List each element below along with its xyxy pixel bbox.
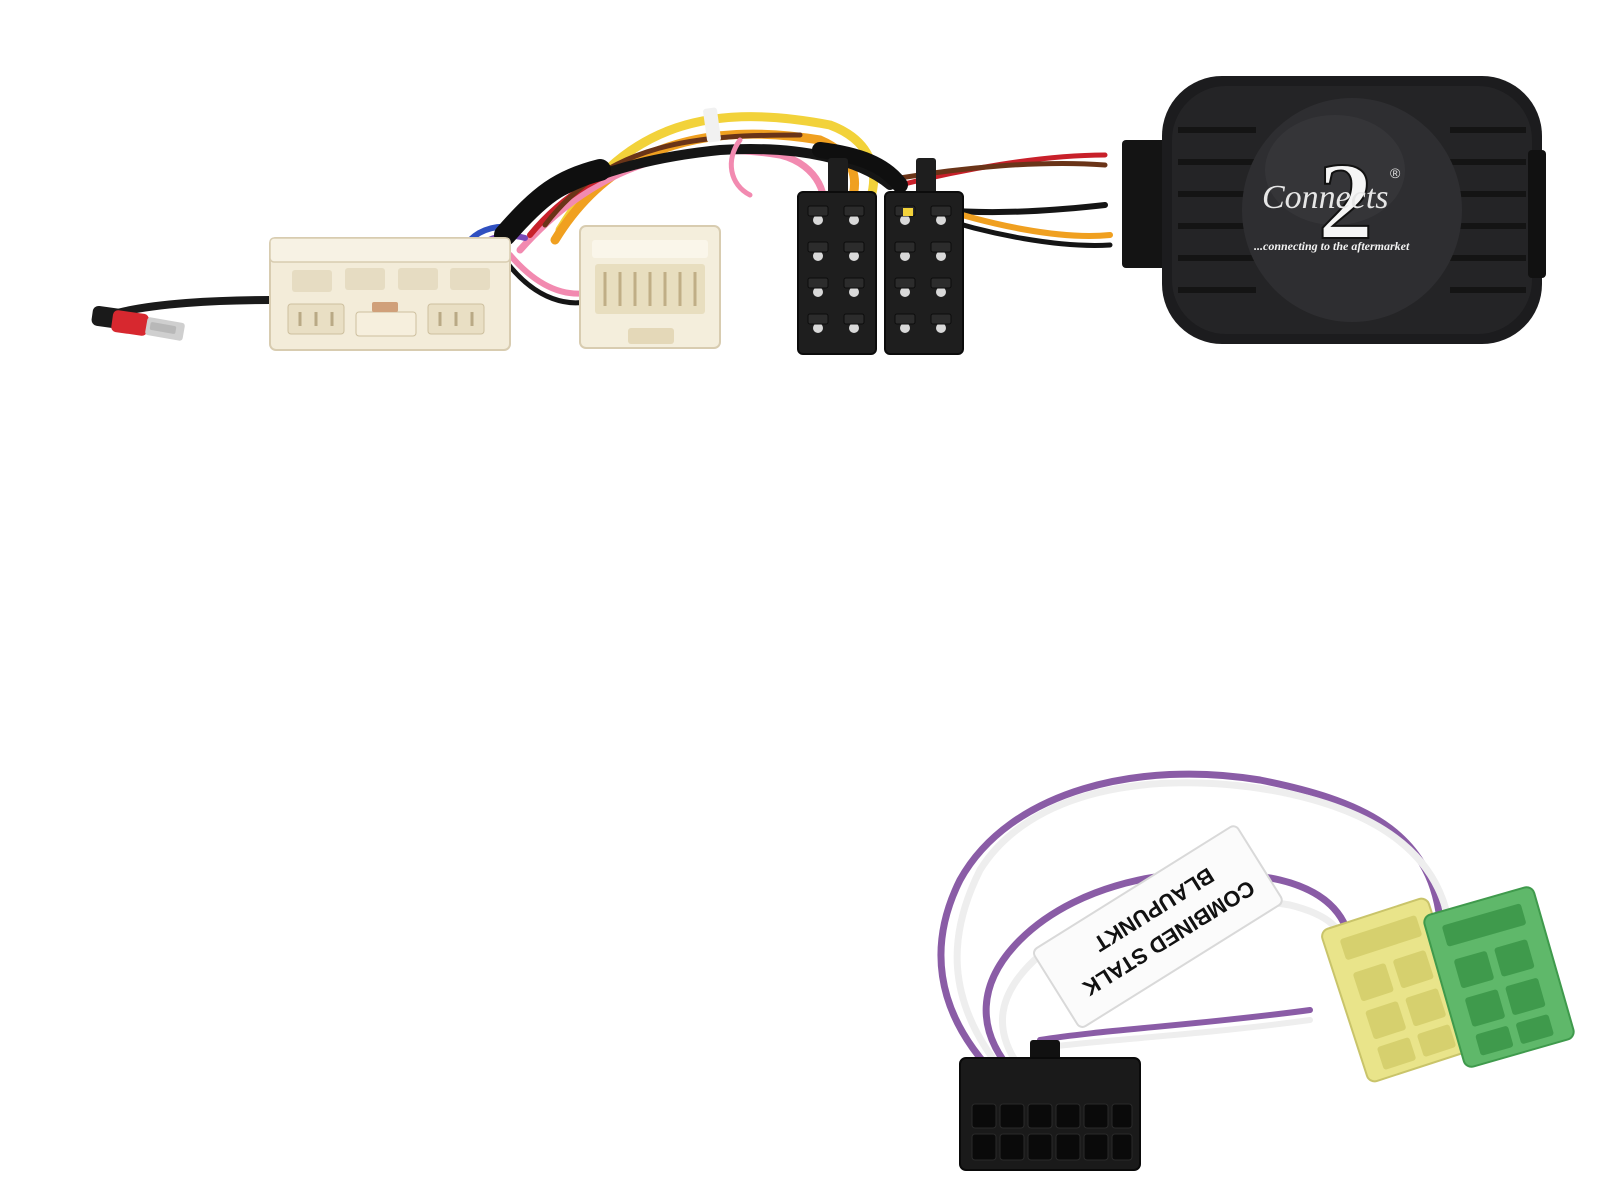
stalk-harness: COMBINED STALK BLAUPUNKT: [937, 770, 1575, 1171]
tagline: ...connecting to the aftermarket: [1254, 239, 1410, 253]
white-connector-large: [269, 237, 511, 351]
white-connector-small: [579, 225, 721, 349]
green-mini-iso-connector: [1423, 886, 1575, 1068]
logo-digit: 2: [1318, 140, 1373, 262]
white-cable-tie: [703, 107, 721, 143]
wire-brown: [542, 132, 803, 228]
wire-pink-drop: [728, 137, 753, 198]
interface-module: 2 Connects ® ...connecting to the afterm…: [1122, 76, 1546, 344]
iso-connector-left: [797, 158, 877, 355]
white-wire-bottom: [1037, 1017, 1313, 1051]
white-wire-outer: [953, 779, 1454, 1084]
wire-to-module-black: [937, 202, 1108, 216]
main-harness: 2 Connects ® ...connecting to the afterm…: [91, 76, 1546, 355]
tape-sleeve: [494, 159, 611, 246]
registered-mark: ®: [1390, 165, 1401, 181]
tape-sleeve-right: [812, 142, 908, 193]
purple-wire-outer: [937, 770, 1444, 1084]
logo-word: Connects: [1262, 179, 1389, 216]
stalk-label-flag: COMBINED STALK BLAUPUNKT: [1033, 825, 1283, 1028]
black-12pin-connector: [959, 1040, 1141, 1171]
ring-terminal: [91, 305, 185, 341]
purple-wire-inner: [982, 869, 1354, 1084]
iso-connector-right: [884, 158, 964, 355]
purple-wire-bottom: [1037, 1007, 1313, 1043]
